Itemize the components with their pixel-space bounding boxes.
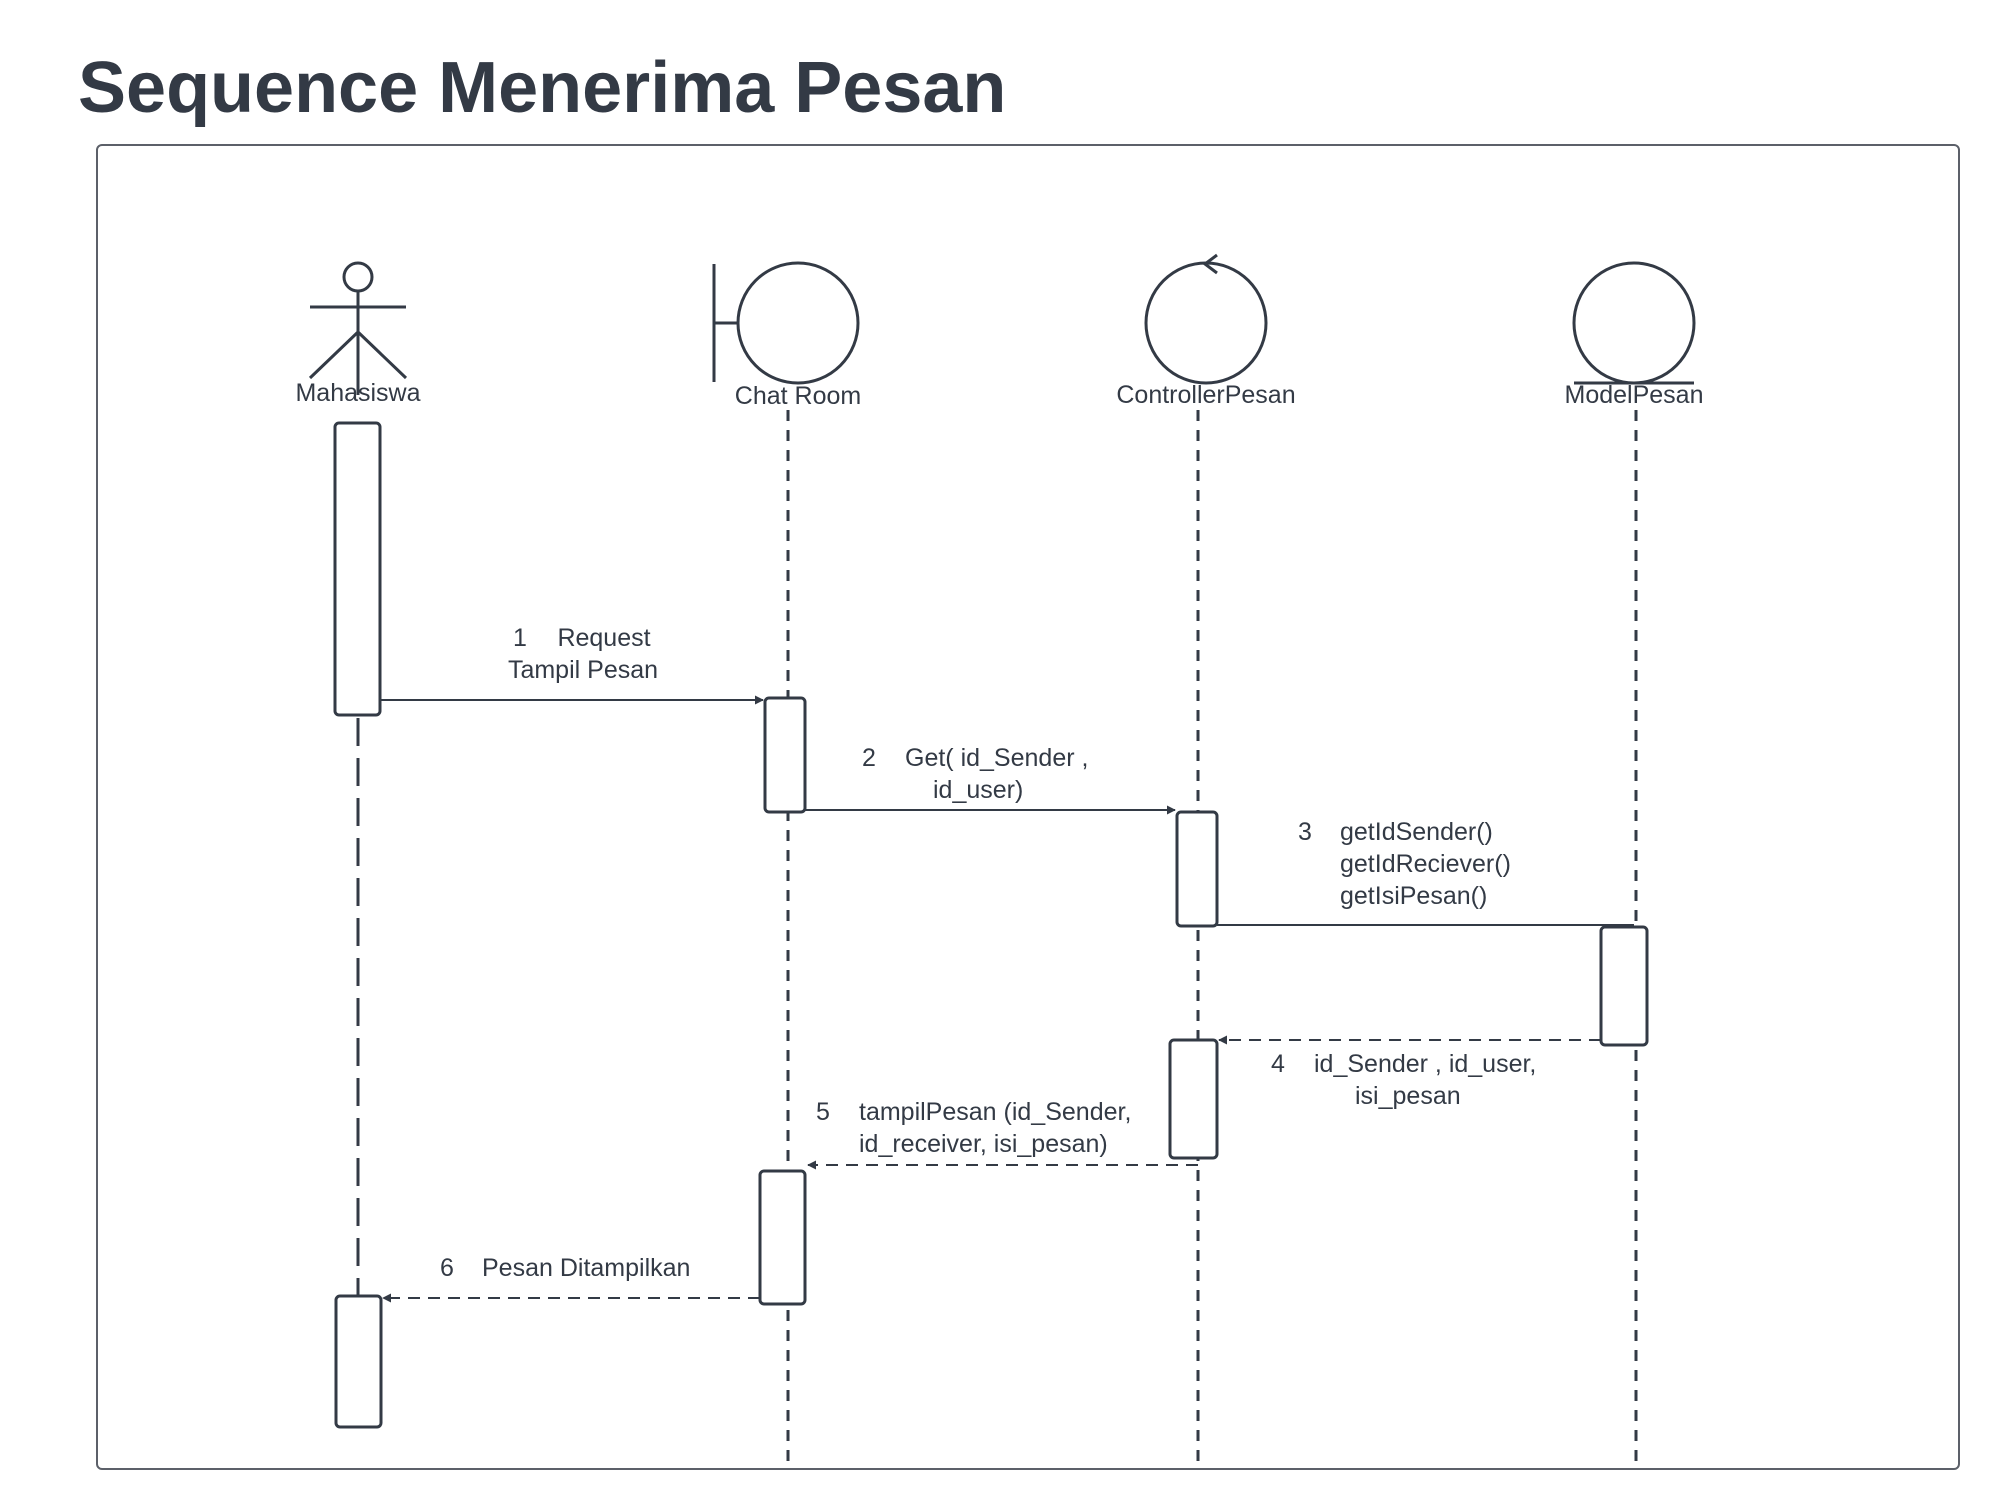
- message-label-2-line-2: id_user): [933, 776, 1023, 804]
- entity-icon: [1572, 261, 1696, 385]
- message-number-5: 5: [816, 1098, 830, 1126]
- message-number-4: 4: [1271, 1050, 1285, 1078]
- message-number-3: 3: [1298, 818, 1312, 846]
- participant-label-chat-room: Chat Room: [735, 382, 861, 410]
- message-label-5-line-2: id_receiver, isi_pesan): [859, 1130, 1108, 1158]
- diagram-frame: [96, 144, 1960, 1470]
- message-label-2-line-1: Get( id_Sender ,: [905, 744, 1088, 772]
- message-label-3-line-2: getIdReciever(): [1340, 850, 1511, 878]
- activation-box-model-pesan-1: [1599, 925, 1649, 1047]
- activation-box-controller-pesan-1: [1175, 810, 1219, 928]
- activation-box-mahasiswa-1: [333, 421, 382, 717]
- control-icon: [1144, 253, 1268, 385]
- message-label-4-line-1: id_Sender , id_user,: [1314, 1050, 1536, 1078]
- message-number-6: 6: [440, 1254, 454, 1282]
- participant-label-controller-pesan: ControllerPesan: [1116, 381, 1295, 409]
- activation-box-controller-pesan-2: [1168, 1038, 1219, 1160]
- message-label-3-line-3: getIsiPesan(): [1340, 882, 1487, 910]
- message-label-1-line-2: Tampil Pesan: [508, 656, 658, 684]
- message-label-3-line-1: getIdSender(): [1340, 818, 1493, 846]
- participant-label-model-pesan: ModelPesan: [1565, 381, 1704, 409]
- message-number-1: 1: [513, 624, 527, 652]
- message-label-6-line-1: Pesan Ditampilkan: [482, 1254, 690, 1282]
- message-label-1-line-1: Request: [557, 624, 650, 652]
- page-title: Sequence Menerima Pesan: [78, 48, 1007, 128]
- message-label-4-line-2: isi_pesan: [1355, 1082, 1461, 1110]
- activation-box-chat-room-1: [763, 696, 807, 814]
- stick-figure-icon: [308, 261, 408, 395]
- boundary-icon: [712, 261, 860, 385]
- activation-box-mahasiswa-2: [334, 1294, 383, 1429]
- activation-box-chat-room-2: [758, 1169, 807, 1306]
- participant-label-mahasiswa: Mahasiswa: [295, 379, 420, 407]
- message-label-5-line-1: tampilPesan (id_Sender,: [859, 1098, 1131, 1126]
- message-number-2: 2: [862, 744, 876, 772]
